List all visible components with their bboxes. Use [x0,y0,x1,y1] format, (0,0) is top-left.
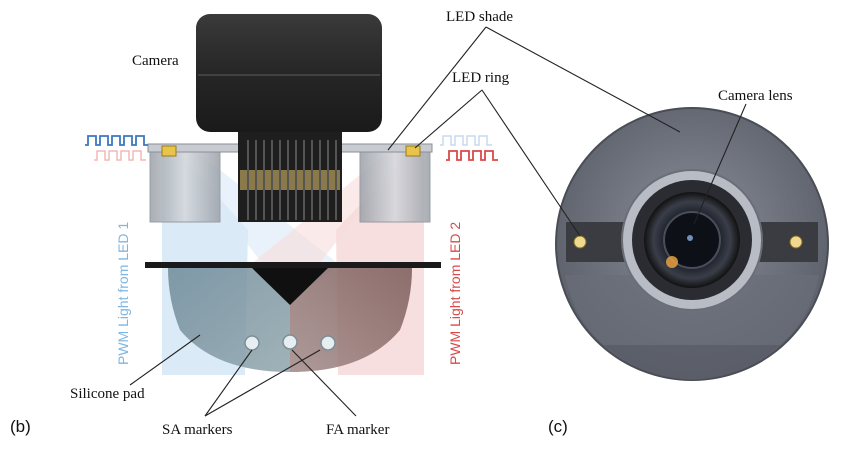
leader-camera-lens [693,103,747,225]
silicone-pad-right [290,268,412,372]
camera-body [196,14,382,132]
pwm-waveform-led1-blue [85,135,148,146]
leader-led-ring-b [414,89,483,149]
sa-marker-right [320,335,336,351]
led-left-c [573,235,587,249]
leader-fa-marker [291,349,357,417]
pwm-waveform-led2-blue [440,135,492,146]
fa-marker [282,334,298,350]
pwm-waveform-led1-pink [94,150,146,161]
leader-silicone-pad [129,334,201,386]
label-pwm-led2: PWM Light from LED 2 [447,222,463,365]
label-camera: Camera [132,53,179,69]
device-bottom-band [604,345,780,380]
label-panel-b: (b) [10,417,31,436]
leader-sa-marker-right [204,349,321,417]
leader-sa-marker-left [204,349,253,417]
panel-c-diagram [481,26,829,381]
lens-highlight [666,256,678,268]
lens-ridges [247,140,337,220]
led2 [405,145,421,157]
label-led-ring: LED ring [452,70,510,86]
label-pwm-led1: PWM Light from LED 1 [115,222,131,365]
label-sa-markers: SA markers [162,422,233,438]
label-fa-marker: FA marker [326,422,389,438]
lens-highlight-small [687,235,693,241]
dome-plate [145,262,441,268]
pwm-waveform-led2-red [446,150,498,161]
label-silicone-pad: Silicone pad [70,386,145,402]
label-camera-lens: Camera lens [718,88,793,104]
label-led-shade: LED shade [446,9,513,25]
camera-view-cone [252,268,328,305]
panel-b-diagram [85,14,498,417]
led-right-c [789,235,803,249]
silicone-pad-left [168,268,290,372]
leader-led-shade-c [485,26,681,133]
led-housing-right [758,222,818,262]
leader-led-ring-c [481,89,581,237]
label-panel-c: (c) [548,417,568,436]
led-shade-right [359,147,431,223]
leader-led-shade-b [387,26,487,151]
led-shade-left [149,147,221,223]
sa-marker-left [244,335,260,351]
led1 [161,145,177,157]
